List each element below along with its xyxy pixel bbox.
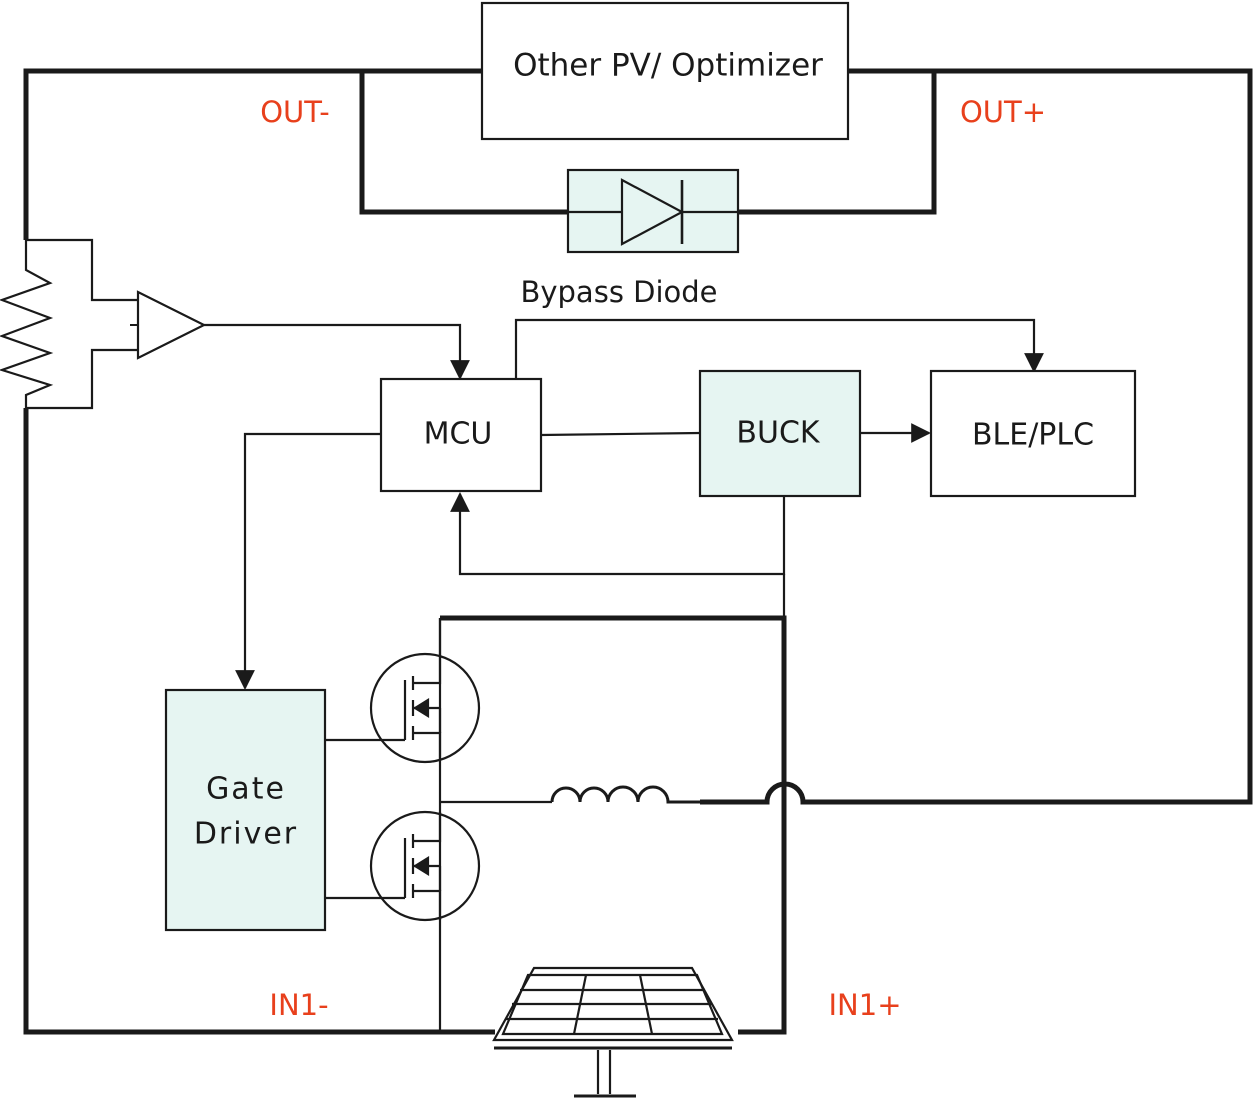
ble-plc-block: BLE/PLC	[929, 369, 1137, 498]
shunt-resistor	[0, 240, 54, 408]
current-sense-amplifier	[130, 290, 207, 360]
bypass-diode	[566, 168, 740, 254]
in-minus-label: IN1-	[269, 988, 328, 1022]
other-pv-optimizer-block: Other PV/ Optimizer	[480, 1, 850, 141]
signal-wiring	[0, 238, 1044, 1032]
in-plus-label: IN1+	[829, 988, 902, 1022]
bypass-diode-label: Bypass Diode	[520, 275, 717, 309]
low-side-mosfet	[369, 810, 481, 922]
solar-panel-icon	[492, 966, 734, 1098]
mcu-block: MCU	[379, 377, 543, 493]
other-pv-optimizer-label: Other PV/ Optimizer	[513, 48, 823, 84]
inductor	[550, 785, 700, 804]
gate-driver-label-line1: Gate	[206, 772, 286, 807]
main-power-wiring	[23, 68, 1253, 1035]
out-minus-label: OUT-	[260, 95, 330, 129]
mcu-label: MCU	[424, 417, 493, 452]
out-plus-label: OUT+	[960, 95, 1046, 129]
buck-block: BUCK	[698, 369, 862, 498]
gate-driver-block: Gate Driver	[164, 688, 327, 932]
ble-plc-label: BLE/PLC	[972, 418, 1094, 453]
high-side-mosfet	[369, 618, 481, 764]
buck-label: BUCK	[736, 416, 820, 451]
gate-driver-label-line2: Driver	[194, 817, 298, 852]
